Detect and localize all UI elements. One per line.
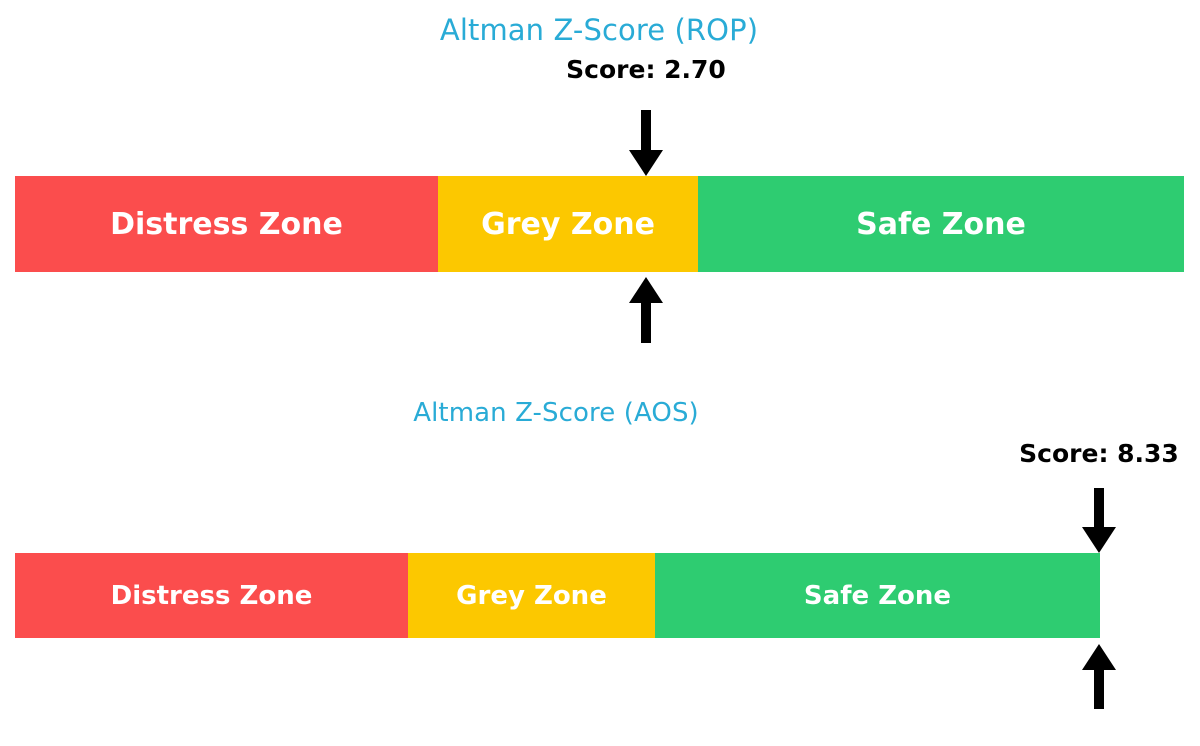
score-label-aos: Score: 8.33 xyxy=(1019,439,1179,468)
zone-distress-aos: Distress Zone xyxy=(15,553,408,638)
arrow-up-icon xyxy=(624,276,668,343)
arrow-up-icon xyxy=(1077,643,1121,709)
zone-bar-rop: Distress Zone Grey Zone Safe Zone xyxy=(15,176,1184,272)
zone-bar-aos: Distress Zone Grey Zone Safe Zone xyxy=(15,553,1100,638)
arrow-down-icon xyxy=(1077,488,1121,554)
chart-title-aos: Altman Z-Score (AOS) xyxy=(413,398,699,428)
zone-grey-aos: Grey Zone xyxy=(408,553,655,638)
zone-safe-rop: Safe Zone xyxy=(698,176,1184,272)
zone-safe-aos: Safe Zone xyxy=(655,553,1100,638)
zone-grey-rop: Grey Zone xyxy=(438,176,698,272)
arrow-down-icon xyxy=(624,110,668,177)
zone-distress-rop: Distress Zone xyxy=(15,176,438,272)
chart-title-rop: Altman Z-Score (ROP) xyxy=(439,13,759,47)
score-label-rop: Score: 2.70 xyxy=(566,55,726,84)
